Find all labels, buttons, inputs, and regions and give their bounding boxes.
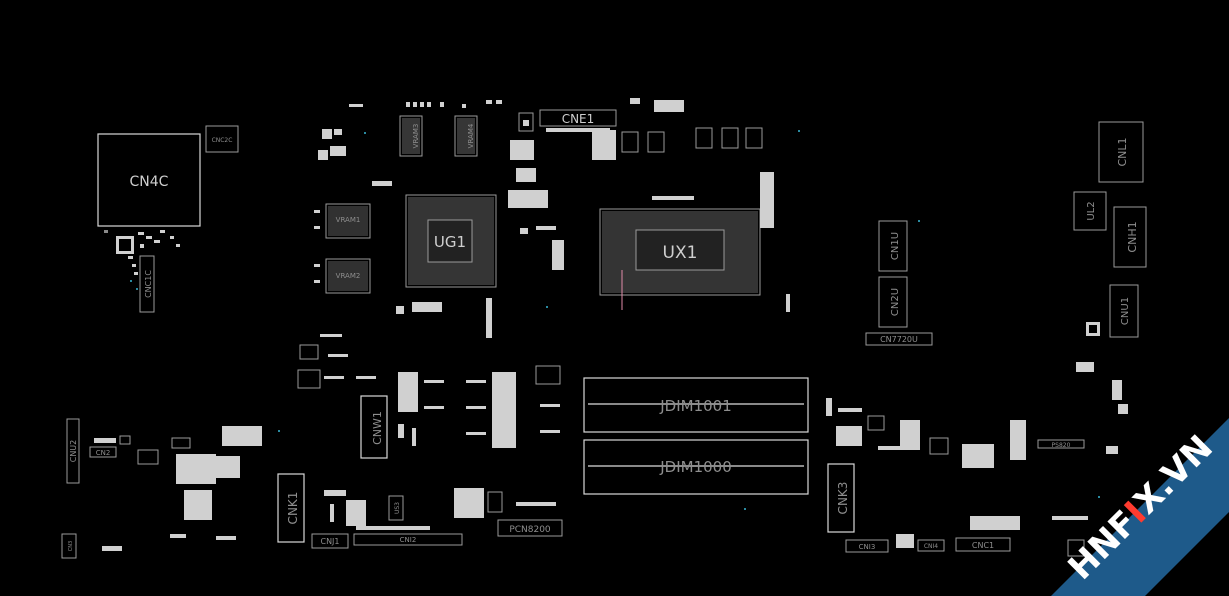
cni2-connector[interactable]: CNI2 [353,533,463,546]
cne1-connector[interactable]: CNE1 [539,109,617,127]
cn7720u-connector[interactable]: CN7720U [865,332,933,346]
cnk3-label: CNK3 [836,482,850,515]
cnw1-label: CNW1 [371,411,384,445]
cnh1-label: CNH1 [1126,221,1139,252]
middle-power-components [297,334,561,448]
vram3-label: VRAM3 [412,124,420,149]
ug1-support-components [314,129,492,338]
cni4-label: CNI4 [924,543,938,550]
cnu2-label: CNU2 [69,440,78,463]
cnc1c-label: CNC1C [144,270,153,298]
vram1-label: VRAM1 [336,216,361,224]
cn2-connector[interactable]: CN2 [89,446,117,458]
left-lower-components [94,426,262,551]
right-support-components [1052,322,1128,557]
cnj1-label: CNJ1 [320,537,339,546]
cn4c-label: CN4C [130,174,169,190]
us3-chip[interactable]: US3 [388,495,404,521]
cn3-connector[interactable]: CN3 [61,533,77,559]
ps820-component[interactable]: PS820 [1037,439,1085,449]
cnk3-connector[interactable]: CNK3 [827,463,855,533]
right-lower-components [826,398,1026,548]
cni3-label: CNI3 [859,543,876,551]
jdim1000-label: JDIM1000 [659,458,732,476]
cni2-label: CNI2 [400,536,417,544]
ug1-gpu[interactable]: UG1 [405,194,497,288]
vram3-chip[interactable]: VRAM3 [399,115,423,157]
vram4-label: VRAM4 [467,123,475,148]
ul2-chip[interactable]: UL2 [1073,191,1107,231]
vram-top-pads [349,100,502,108]
cnu1-connector[interactable]: CNU1 [1109,284,1139,338]
cnj1-connector[interactable]: CNJ1 [311,533,349,549]
ps820-label: PS820 [1052,442,1071,449]
cnc1c-connector[interactable]: CNC1C [139,255,155,313]
cni3-connector[interactable]: CNI3 [845,539,889,553]
cni4-connector[interactable]: CNI4 [917,539,945,552]
cn2u-label: CN2U [890,288,901,316]
cn1u-label: CN1U [890,232,901,260]
vram1-chip[interactable]: VRAM1 [325,203,371,239]
cnu2-connector[interactable]: CNU2 [66,418,80,484]
cn2-label: CN2 [96,449,111,457]
cn1u-connector[interactable]: CN1U [878,220,908,272]
jdim1001-socket[interactable]: JDIM1001 [583,377,809,433]
cnl1-label: CNL1 [1116,137,1129,166]
jdim1001-label: JDIM1001 [659,397,732,415]
scattered-vias [278,130,1100,510]
cn4c-support-components [104,230,180,290]
cnu1-label: CNU1 [1120,297,1131,325]
cne1-pin-strip [546,128,610,132]
cnc1-label: CNC1 [972,541,994,550]
bottom-middle-components [324,488,556,530]
cnc2c-label: CNC2C [212,137,233,144]
cn4c-connector[interactable]: CN4C [97,133,201,227]
cn3-label: CN3 [68,541,74,551]
cnk1-label: CNK1 [286,492,300,525]
cnc1-connector[interactable]: CNC1 [955,537,1011,552]
ul2-label: UL2 [1086,201,1097,220]
vram4-chip[interactable]: VRAM4 [454,115,478,157]
vram2-chip[interactable]: VRAM2 [325,258,371,294]
cn7720u-label: CN7720U [880,335,918,344]
cnk1-connector[interactable]: CNK1 [277,473,305,543]
us3-label: US3 [394,502,401,514]
ux1-label: UX1 [663,243,698,263]
cnc2c-connector[interactable]: CNC2C [205,125,239,153]
ux1-top-components [621,127,790,312]
cne1-label: CNE1 [562,112,595,126]
ug1-label: UG1 [434,233,466,251]
ux1-cpu[interactable]: UX1 [599,208,761,310]
pcn8200-label: PCN8200 [509,525,551,535]
jdim1000-socket[interactable]: JDIM1000 [583,439,809,495]
cnl1-connector[interactable]: CNL1 [1098,121,1144,183]
vram2-label: VRAM2 [336,272,361,280]
cnh1-connector[interactable]: CNH1 [1113,206,1147,268]
pcn8200-connector[interactable]: PCN8200 [497,519,563,537]
cnw1-connector[interactable]: CNW1 [360,395,388,459]
cn2u-connector[interactable]: CN2U [878,276,908,328]
cne1-support-components [508,98,684,270]
